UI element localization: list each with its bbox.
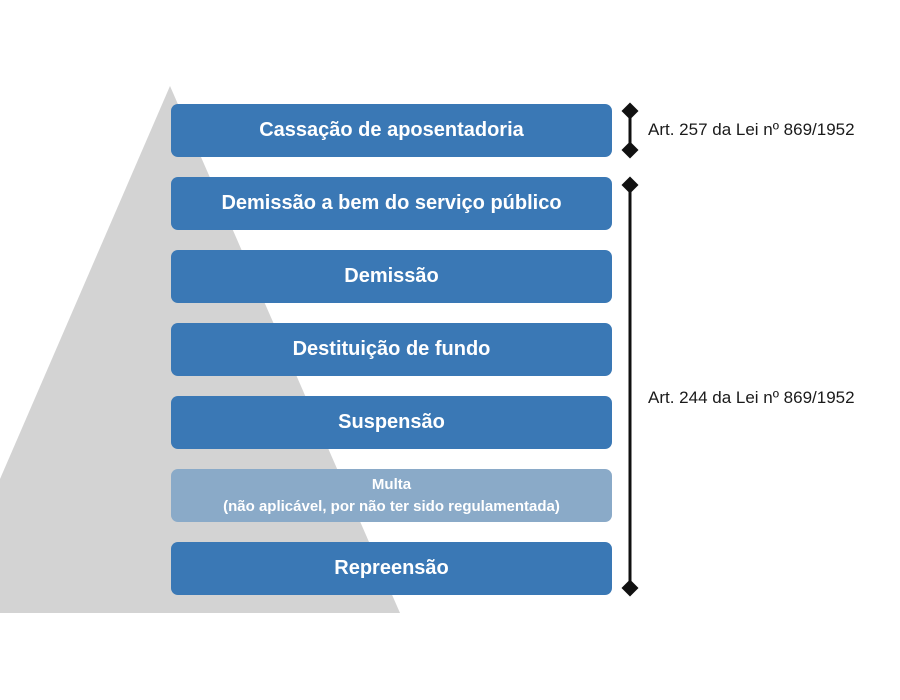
level-label: Repreensão	[334, 557, 449, 579]
level-demissao-bem-servico-publico: Demissão a bem do serviço público	[171, 177, 612, 230]
level-cassacao-aposentadoria: Cassação de aposentadoria	[171, 104, 612, 157]
level-suspensao: Suspensão	[171, 396, 612, 449]
level-sublabel: (não aplicável, por não ter sido regulam…	[223, 497, 560, 515]
level-label: Demissão	[344, 265, 439, 287]
level-destituicao-fundo: Destituição de fundo	[171, 323, 612, 376]
level-multa: Multa (não aplicável, por não ter sido r…	[171, 469, 612, 522]
bracket-art-257	[621, 102, 639, 159]
level-label: Multa	[371, 475, 412, 493]
level-label: Suspensão	[338, 411, 445, 433]
level-repreensao: Repreensão	[171, 542, 612, 595]
level-label: Cassação de aposentadoria	[259, 119, 524, 141]
level-label: Destituição de fundo	[292, 338, 491, 360]
annotation-art-257: Art. 257 da Lei nº 869/1952	[648, 120, 855, 139]
level-label: Demissão a bem do serviço público	[221, 192, 562, 214]
annotation-art-244: Art. 244 da Lei nº 869/1952	[648, 388, 855, 407]
level-demissao: Demissão	[171, 250, 612, 303]
bracket-art-244	[621, 176, 639, 597]
